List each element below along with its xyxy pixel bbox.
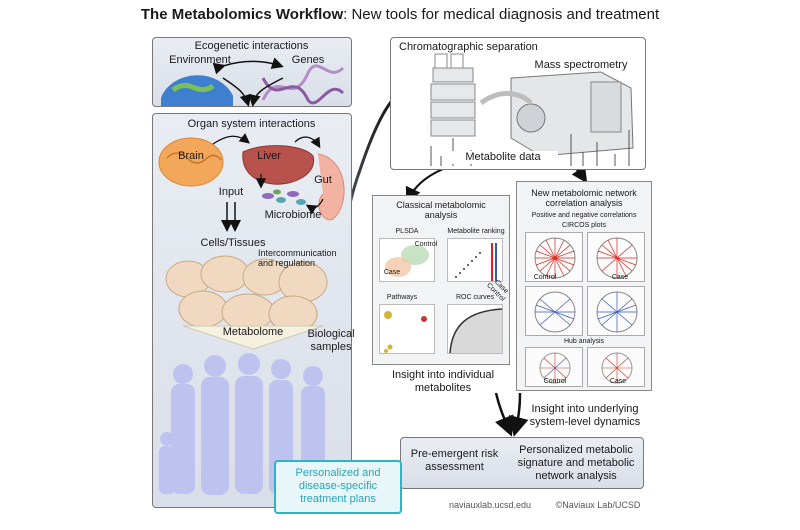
metabolome-label: Metabolome	[222, 326, 284, 338]
insight-individual-label: Insight into individual metabolites	[391, 369, 495, 394]
roc-label: ROC curves	[455, 294, 495, 301]
circos-control-blue	[525, 286, 583, 336]
metabolite-data-label: Metabolite data	[448, 151, 558, 164]
mass-spec-label: Mass spectrometry	[534, 59, 628, 71]
credit-url: naviauxlab.ucsd.edu	[448, 500, 532, 510]
treatment-plan-label: Personalized and disease-specific treatm…	[295, 467, 381, 505]
pathways-label: Pathways	[386, 294, 418, 301]
treatment-plan-box: Personalized and disease-specific treatm…	[274, 460, 402, 514]
mass-spectrometer-icon	[510, 71, 634, 157]
organ-system-panel: Organ system interactions	[152, 113, 352, 508]
biological-samples-label: Biological samples	[307, 328, 355, 353]
organ-illustration	[158, 133, 345, 495]
ecogenetic-illustration	[161, 57, 345, 107]
metabolome-funnel	[182, 325, 324, 350]
hub-case-label: Case	[609, 378, 627, 385]
hub-control-label: Control	[543, 378, 567, 385]
microbiome-icon	[262, 189, 306, 205]
hub-case-plot	[587, 347, 645, 387]
ecogenetic-heading: Ecogenetic interactions	[194, 40, 309, 52]
gut-label: Gut	[314, 174, 332, 186]
plsda-label: PLSDA	[395, 228, 419, 235]
organ-heading: Organ system interactions	[187, 118, 316, 130]
circos-case-label: Case	[611, 274, 629, 281]
ecogenetic-panel: Ecogenetic interactions Environment Gene…	[152, 37, 352, 107]
liver-label: Liver	[257, 150, 281, 162]
roc-plot	[447, 304, 503, 354]
circos-case-blue	[587, 286, 645, 336]
circos-control-red	[525, 232, 583, 282]
pre-emergent-label: Pre-emergent risk assessment	[410, 448, 499, 473]
plsda-control-label: Control	[414, 241, 438, 248]
hub-analysis-label: Hub analysis	[563, 338, 605, 345]
instruments-illustration	[430, 53, 634, 166]
pos-neg-label: Positive and negative correlations	[531, 212, 637, 219]
classical-analysis-panel: Classical metabolomic analysis PLSDA Con…	[372, 195, 510, 365]
hub-control-plot	[525, 347, 583, 387]
figure-title: The Metabolomics Workflow: New tools for…	[140, 6, 660, 23]
circos-label: CIRCOS plots	[562, 222, 606, 229]
instrument-panel: Chromatographic separation Mass spectrom…	[390, 37, 646, 170]
input-label: Input	[218, 186, 244, 198]
insight-system-label: Insight into underlying system-level dyn…	[529, 403, 641, 428]
outcome-panel: Pre-emergent risk assessment Personalize…	[400, 437, 644, 489]
personalized-signature-label: Personalized metabolic signature and met…	[517, 444, 635, 482]
credit-text: ©Naviaux Lab/UCSD	[555, 500, 641, 510]
dna-icon	[261, 64, 345, 105]
intercommunication-label: Intercommunication and regulation	[258, 248, 337, 268]
network-heading: New metabolomic network correlation anal…	[531, 188, 637, 208]
ranking-label: Metabolite ranking	[447, 228, 505, 235]
circos-case-red	[587, 232, 645, 282]
genes-label: Genes	[291, 54, 325, 66]
chromatographic-label: Chromatographic separation	[399, 41, 538, 53]
plsda-plot: Control Case	[379, 238, 438, 282]
circos-control-label: Control	[533, 274, 557, 281]
ranking-plot	[447, 238, 503, 282]
chromatograph-icon	[430, 53, 476, 137]
plsda-case-label: Case	[383, 269, 401, 276]
microbiome-label: Microbiome	[264, 209, 322, 221]
network-analysis-panel: New metabolomic network correlation anal…	[516, 181, 652, 391]
pathways-plot	[379, 304, 435, 354]
gut-icon	[317, 153, 345, 221]
cells-tissues-label: Cells/Tissues	[200, 237, 266, 249]
classical-heading: Classical metabolomic analysis	[396, 200, 486, 220]
brain-label: Brain	[178, 150, 204, 162]
